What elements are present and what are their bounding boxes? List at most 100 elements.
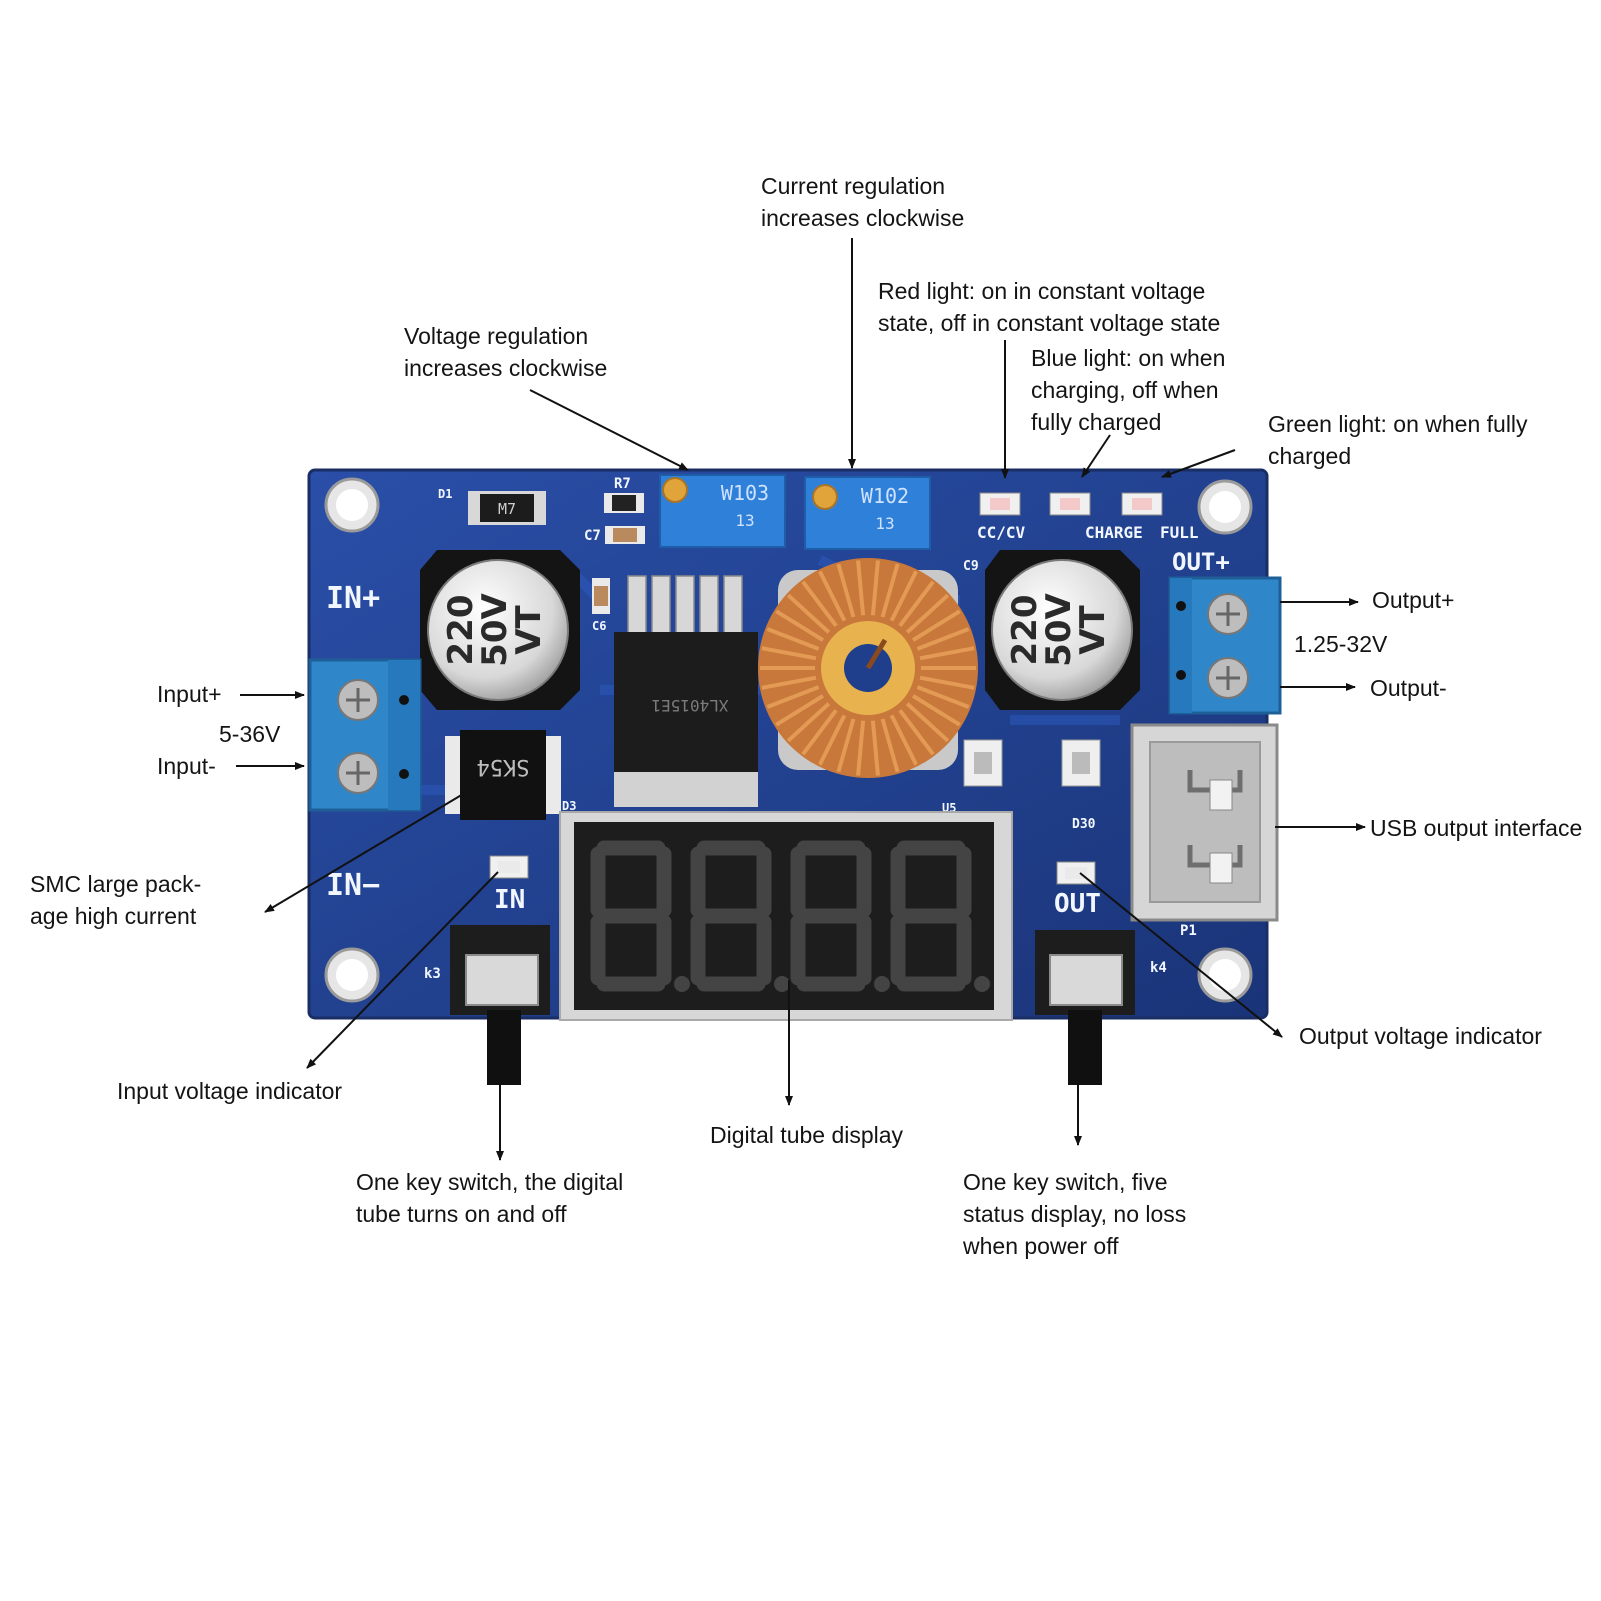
inductor-winding [880,717,900,773]
silk-ref-r7: R7 [614,476,631,492]
label-output-plus: Output+ [1372,587,1455,613]
smd-capacitor-c7 [605,526,645,544]
inductor-winding [905,593,950,635]
smc-diode: SK54 [445,730,561,820]
inductor-winding [786,593,831,635]
inductor-winding [856,560,866,617]
label-blue-light: Blue light: on when charging, off when f… [1031,345,1226,435]
arrow-voltage [529,389,689,471]
label-key-left: One key switch, the digital tube turns o… [356,1169,624,1227]
silk-in-minus: IN− [326,868,380,903]
potentiometer-voltage: W103 13 [659,474,786,548]
led-full [1121,492,1163,516]
inductor-winding [911,609,961,643]
arrow-output-indicator [1079,872,1283,1038]
svg-text:50V: 50V [1039,593,1079,667]
mounting-hole [324,477,380,533]
arrow-green-light [1161,449,1236,478]
silk-in-plus: IN+ [326,581,380,616]
digital-tube-display [559,811,1013,1021]
label-current-regulation: Current regulation increases clockwise [761,173,965,231]
svg-text:XL4015E1: XL4015E1 [651,696,728,715]
svg-text:W102: W102 [861,484,909,508]
mounting-hole [1197,479,1253,535]
label-digital-tube: Digital tube display [710,1122,904,1148]
label-voltage-regulation: Voltage regulation increases clockwise [404,323,608,381]
arrow-smc [264,777,491,913]
svg-text:220: 220 [1005,595,1045,666]
capacitor-right: 220 50V VT [985,550,1140,710]
inductor-winding [761,646,818,661]
diode-d1: M7 [468,491,546,525]
inductor-winding [775,693,825,727]
svg-text:13: 13 [735,511,754,530]
label-output-minus: Output- [1370,675,1447,701]
inductor-winding [880,563,900,619]
inductor-winding [905,701,950,743]
silk-cc-cv: CC/CV [977,523,1026,542]
smd-resistor-r7 [604,493,644,513]
silk-ref-c6: C6 [592,619,606,633]
inductor-winding [918,646,975,661]
potentiometer-current: W102 13 [804,476,931,550]
inductor-winding [897,708,935,756]
tube-decimal-point [774,976,790,992]
inductor-winding [856,719,866,776]
silk-ref-p1: P1 [1180,923,1197,939]
inductor-winding [766,684,821,709]
inductor-winding [889,713,918,766]
regulator-ic: XL4015E1 [614,575,758,807]
silk-ref-c7: C7 [584,528,601,544]
label-smc: SMC large pack- age high current [30,871,202,929]
input-terminal-block [308,658,422,812]
tube-decimal-point [674,976,690,992]
inductor-winding [897,580,935,628]
led-in [489,855,529,879]
smd-u5 [963,739,1003,787]
push-button-left [450,925,550,1085]
label-input-range: 5-36V [219,721,281,747]
inductor-winding [870,560,880,617]
usb-port [1130,723,1279,922]
silk-ref-d30: D30 [1072,817,1096,832]
silk-led-in: IN [494,885,525,915]
inductor-winding [775,609,825,643]
callout-arrows [236,238,1366,1161]
silk-ref-d1: D1 [438,487,452,501]
silk-charge: CHARGE [1085,523,1143,542]
mounting-hole [1197,947,1253,1003]
silk-full: FULL [1160,523,1199,542]
inductor-winding [761,675,818,690]
inductor-winding [915,627,970,652]
arrow-input-indicator [306,871,499,1069]
label-input-minus: Input- [157,753,216,779]
silk-led-out: OUT [1054,889,1101,919]
toroidal-inductor [758,558,978,778]
inductor-winding [786,701,831,743]
silk-ref-d3: D3 [562,799,576,813]
label-output-range: 1.25-32V [1294,631,1388,657]
label-red-light: Red light: on in constant voltage state,… [878,278,1221,336]
tube-decimal-point [874,976,890,992]
silk-ref-k3: k3 [424,966,441,982]
push-button-right [1035,930,1135,1085]
svg-text:VT: VT [509,604,549,654]
inductor-winding [766,627,821,652]
capacitor-left: 220 50V VT [420,550,580,710]
silk-ref-c9: C9 [963,559,979,574]
inductor-winding [889,570,918,623]
inductor-winding [818,570,847,623]
label-input-indicator: Input voltage indicator [117,1078,343,1104]
label-usb-output: USB output interface [1370,815,1583,841]
inductor-winding [801,580,839,628]
led-cc-cv [979,492,1021,516]
inductor-winding [911,693,961,727]
inductor-winding [818,713,847,766]
smd-d30 [1061,739,1101,787]
svg-text:13: 13 [875,514,894,533]
smd-capacitor-c6 [592,578,610,614]
svg-text:220: 220 [441,595,481,666]
silk-out-plus: OUT+ [1172,548,1230,576]
inductor-winding [915,684,970,709]
